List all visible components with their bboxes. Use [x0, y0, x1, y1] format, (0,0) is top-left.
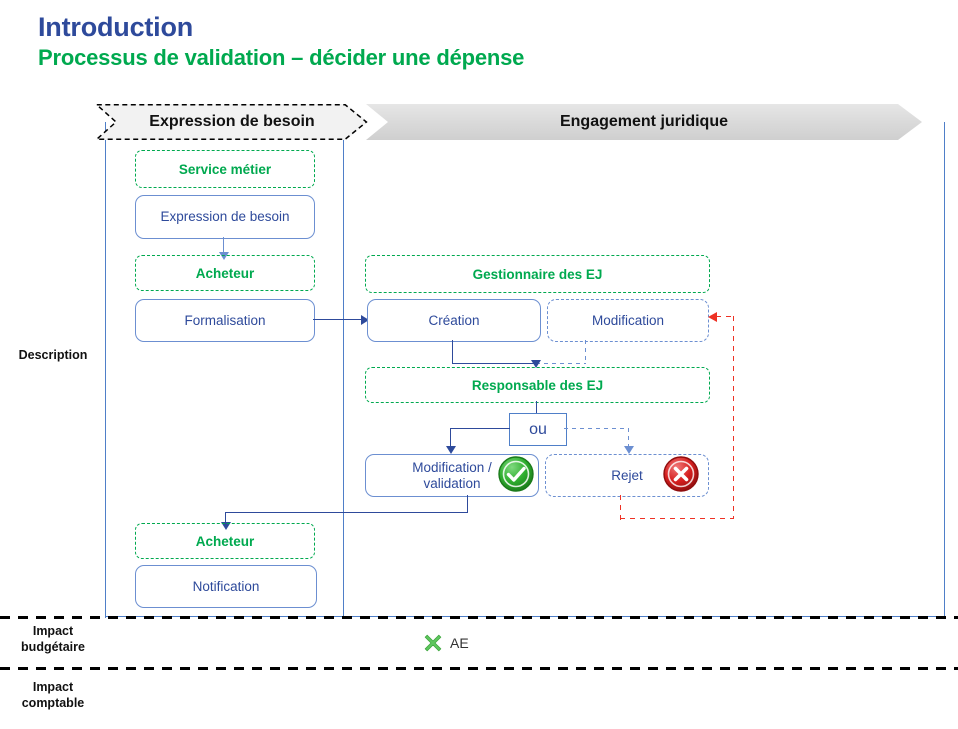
connector-creation-right [452, 363, 535, 365]
step-label: Formalisation [184, 312, 266, 328]
step-label-line1: Modification / [412, 459, 492, 475]
step-expression-de-besoin[interactable]: Expression de besoin [135, 195, 315, 239]
impact-budgetaire-line2: budgétaire [21, 640, 85, 654]
role-acheteur-bottom[interactable]: Acheteur [135, 523, 315, 559]
connector-to-responsable-arrowhead [531, 360, 541, 368]
connector-formalisation-to-creation [313, 319, 363, 321]
role-label: Acheteur [195, 533, 255, 549]
step-modification[interactable]: Modification [547, 299, 709, 342]
connector-eb-to-acheteur-arrowhead [219, 252, 229, 260]
feedback-loop-arrowhead [708, 312, 717, 322]
step-formalisation[interactable]: Formalisation [135, 299, 315, 342]
phase-banner-engagement-juridique[interactable]: Engagement juridique [366, 104, 922, 140]
step-creation[interactable]: Création [367, 299, 541, 342]
row-label-impact-comptable: Impact comptable [5, 679, 101, 711]
role-label: Service métier [178, 161, 272, 177]
feedback-loop-rejet-down [620, 495, 622, 520]
connector-eb-to-acheteur [223, 237, 225, 254]
impact-budgetaire-ae: AE [422, 632, 469, 654]
separator-description-budgetaire [0, 616, 958, 619]
step-label-wrap: Modification / validation [412, 460, 492, 492]
green-check-circle-icon [497, 455, 535, 493]
role-gestionnaire-des-ej[interactable]: Gestionnaire des EJ [365, 255, 710, 293]
step-rejet[interactable]: Rejet [545, 454, 709, 497]
red-cross-circle-icon [662, 455, 700, 493]
frame-column-divider [343, 122, 345, 618]
phase-banner-label-1: Expression de besoin [149, 113, 315, 130]
role-responsable-des-ej[interactable]: Responsable des EJ [365, 367, 710, 403]
feedback-loop-bottom [620, 518, 734, 520]
frame-right-border [944, 122, 946, 618]
connector-ou-left-arrowhead [446, 446, 456, 454]
role-acheteur-top[interactable]: Acheteur [135, 255, 315, 291]
connector-ou-left [450, 428, 510, 430]
page-subtitle: Processus de validation – décider une dé… [38, 45, 525, 70]
row-label-impact-budgetaire: Impact budgétaire [5, 623, 101, 655]
connector-validation-to-acheteur [225, 512, 227, 526]
step-label: Rejet [611, 467, 643, 483]
role-label: Gestionnaire des EJ [472, 266, 603, 282]
connector-validation-left [225, 512, 468, 514]
connector-ou-right-down [628, 428, 630, 450]
phase-banner-label-2: Engagement juridique [559, 113, 728, 130]
role-label: Responsable des EJ [471, 377, 604, 393]
phase-banner-expression-de-besoin[interactable]: Expression de besoin [96, 104, 368, 140]
decision-ou[interactable]: ou [509, 413, 567, 446]
connector-responsable-to-ou [536, 401, 538, 414]
ae-label: AE [450, 635, 469, 651]
connector-modification-left [536, 363, 586, 365]
connector-validation-arrowhead [221, 522, 231, 530]
impact-comptable-line1: Impact [32, 680, 74, 694]
impact-comptable-line2: comptable [21, 696, 85, 710]
role-service-metier[interactable]: Service métier [135, 150, 315, 188]
connector-modification-down [585, 340, 587, 364]
connector-ou-left-down [450, 428, 452, 450]
connector-ou-right [564, 428, 629, 430]
connector-formalisation-to-creation-arrowhead [361, 315, 369, 325]
connector-creation-down [452, 340, 454, 364]
impact-budgetaire-line1: Impact [32, 624, 74, 638]
green-cross-icon [422, 632, 444, 654]
connector-validation-down [467, 495, 469, 513]
step-label: Expression de besoin [160, 209, 290, 224]
step-label: Création [428, 312, 480, 328]
step-label: Modification [591, 312, 665, 328]
row-label-description: Description [18, 348, 88, 362]
feedback-loop-right-up [733, 316, 735, 519]
step-label: Notification [192, 578, 260, 594]
feedback-loop-into-modification [716, 316, 734, 318]
page-title: Introduction [38, 12, 194, 42]
decision-label: ou [529, 420, 547, 438]
role-label: Acheteur [195, 265, 255, 281]
step-label-line2: validation [423, 475, 481, 491]
separator-budgetaire-comptable [0, 667, 958, 670]
connector-ou-right-arrowhead [624, 446, 634, 454]
step-notification[interactable]: Notification [135, 565, 317, 608]
frame-left-border [105, 122, 107, 618]
